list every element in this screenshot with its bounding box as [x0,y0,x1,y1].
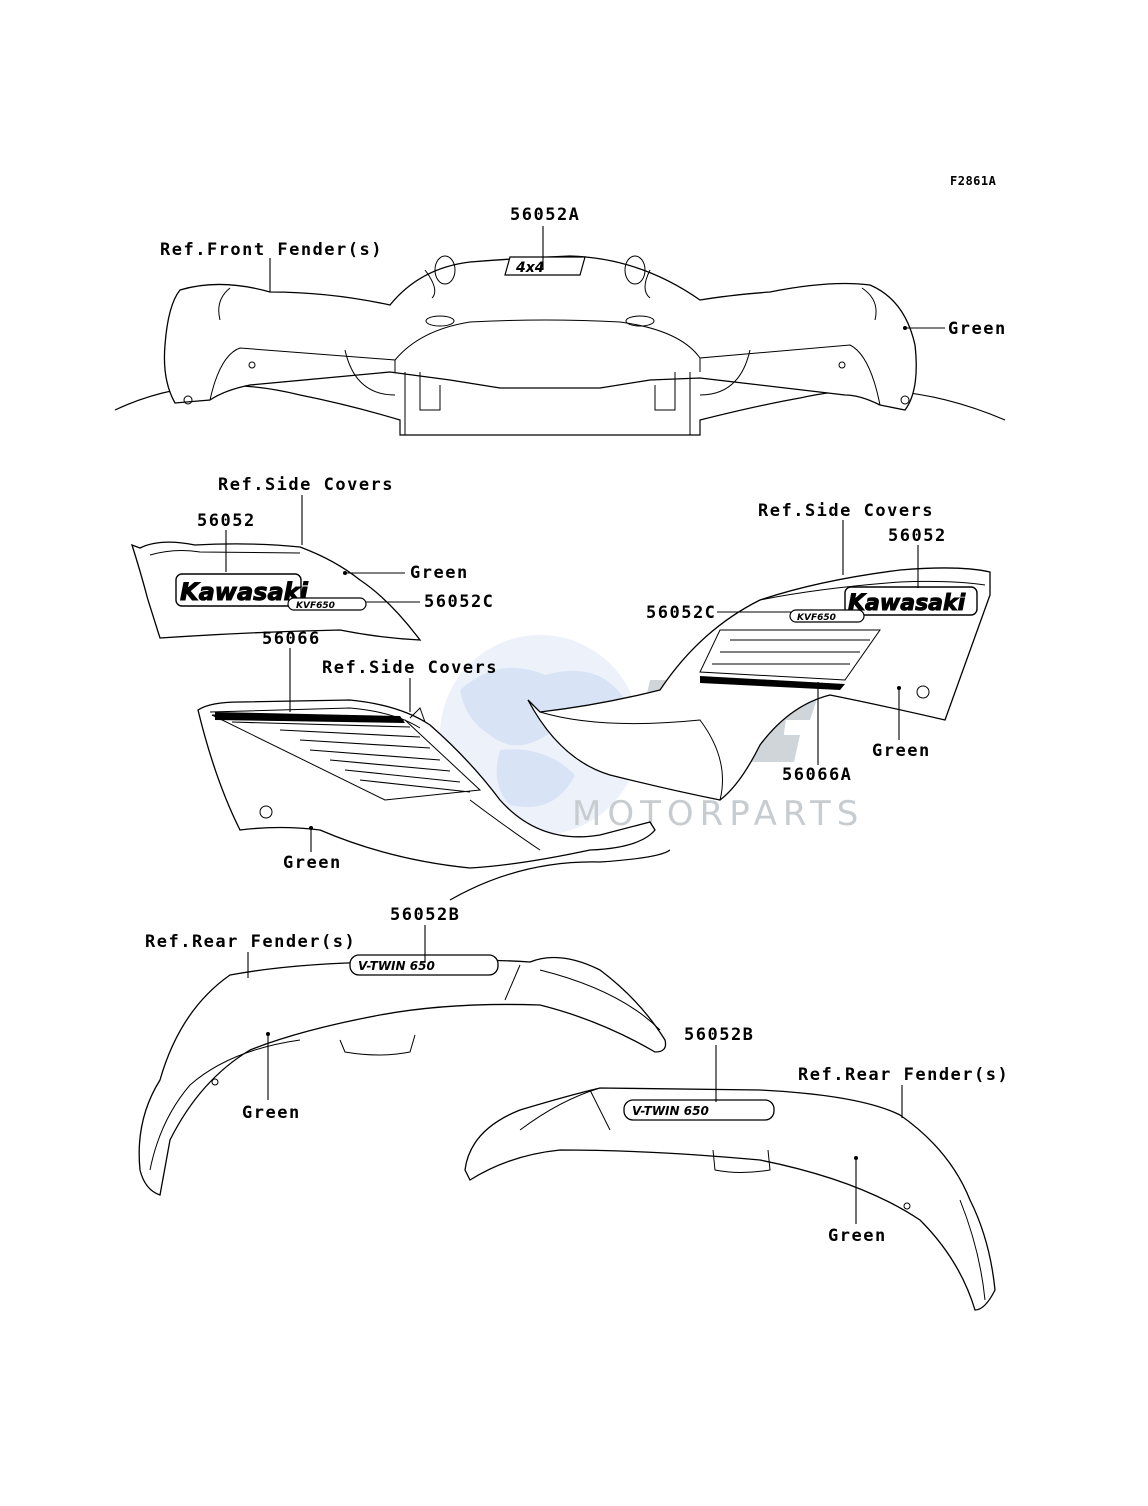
label-green-rear-left: Green [242,1103,301,1123]
callout-labels: F2861A 56052A Ref.Front Fender(s) Green … [145,174,1009,1246]
4x4-decal: 4x4 [504,256,586,276]
label-56052b-left: 56052B [390,905,460,925]
label-green-left-lower: Green [283,853,342,873]
left-side-cover: Kawasaki KVF650 [130,541,422,641]
vtwin-decal-left: V-TWIN 650 [349,954,499,976]
label-ref-side-covers-mid: Ref.Side Covers [322,658,498,678]
figure-code: F2861A [950,174,997,188]
label-ref-side-covers-right: Ref.Side Covers [758,501,934,521]
label-56066a: 56066A [782,765,852,785]
56066-stripes [211,712,482,801]
label-green-rear-right: Green [828,1226,887,1246]
front-fender: 4x4 [114,255,1006,436]
label-56052-left: 56052 [197,511,256,531]
label-ref-side-covers-left: Ref.Side Covers [218,475,394,495]
label-56052b-right: 56052B [684,1025,754,1045]
kawasaki-decal-left: Kawasaki [175,573,309,607]
4x4-decal-text: 4x4 [515,260,545,276]
label-56052a: 56052A [510,205,580,225]
leader-lines [225,226,945,1224]
kawasaki-decal-right: Kawasaki [844,586,978,617]
kvf650-decal-left-text: KVF650 [296,601,335,611]
kawasaki-decal-left-text: Kawasaki [180,578,309,606]
kawasaki-decal-right-text: Kawasaki [848,591,966,616]
label-ref-rear-fender-right: Ref.Rear Fender(s) [798,1065,1009,1085]
kvf650-decal-right: KVF650 [789,609,865,623]
label-56052c-right: 56052C [646,603,716,623]
vtwin-decal-right-text: V-TWIN 650 [632,1104,709,1118]
kvf650-decal-right-text: KVF650 [797,613,836,623]
right-rear-fender: V-TWIN 650 [464,1087,996,1311]
label-56052c-left: 56052C [424,592,494,612]
vtwin-decal-right: V-TWIN 650 [623,1099,775,1121]
left-rear-fender: V-TWIN 650 [138,954,667,1196]
label-56066: 56066 [262,629,321,649]
label-ref-front-fender: Ref.Front Fender(s) [160,240,383,260]
label-green-front: Green [948,319,1007,339]
label-56052-right: 56052 [888,526,947,546]
label-green-left-cover: Green [410,563,469,583]
label-ref-rear-fender-left: Ref.Rear Fender(s) [145,932,356,952]
vtwin-decal-left-text: V-TWIN 650 [358,959,435,973]
watermark-subtitle: MOTORPARTS [572,794,864,834]
label-green-right-lower: Green [872,741,931,761]
right-side-cover: Kawasaki KVF650 [527,567,991,801]
left-lower-side-cover [197,699,671,901]
56066a-stripes [699,629,881,690]
kvf650-decal-left: KVF650 [287,597,367,611]
